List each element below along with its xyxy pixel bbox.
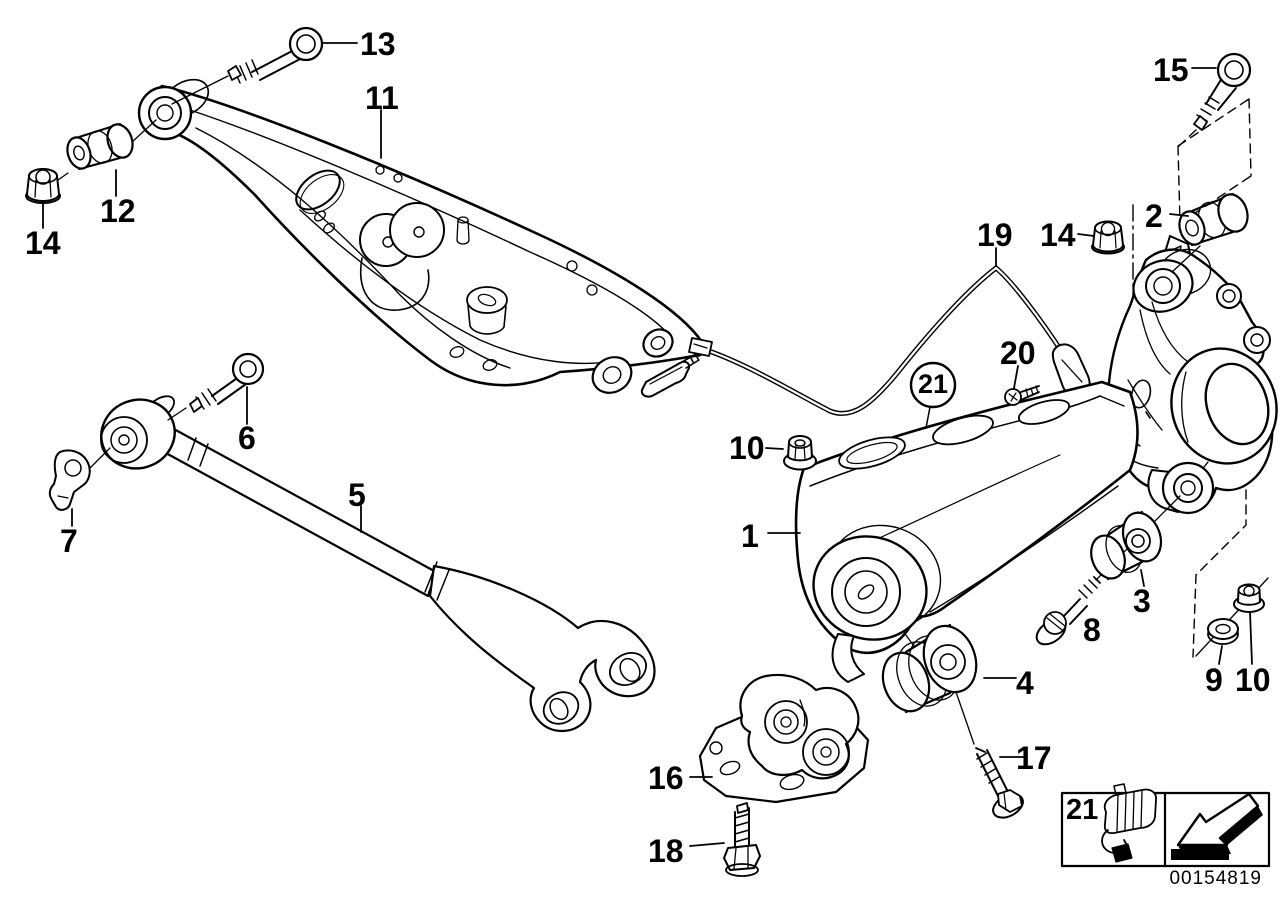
callout-20: 20 [1000,335,1036,371]
nut-10-left [783,435,817,471]
callout-7: 7 [60,523,78,559]
screw-20 [1004,385,1040,406]
nut-14-left [25,168,69,204]
callout-13: 13 [360,26,396,62]
callout-9: 9 [1205,662,1223,698]
callout-6: 6 [238,420,256,456]
bolt-6 [167,352,265,421]
callout-19: 19 [977,217,1013,253]
callout-10-left: 10 [729,430,765,466]
callout-14-left: 14 [25,225,61,261]
bushing-12 [66,119,157,170]
callout-1: 1 [741,518,759,554]
direction-arrow-icon [1171,792,1263,860]
callout-12: 12 [100,193,136,229]
callout-10-right: 10 [1235,662,1271,698]
upper-control-arm [137,78,707,398]
callout-5: 5 [348,477,366,513]
bolt-8 [1035,576,1101,646]
callout-4: 4 [1016,665,1034,701]
callout-8: 8 [1083,612,1101,648]
figure-part-number: 00154819 [1169,868,1262,889]
tie-rod-5 [100,395,656,733]
washer-9 [1207,618,1239,645]
abs-sensor-cable [688,265,1099,416]
callout-21-circled: 21 [917,369,949,399]
stop-bracket-16 [698,673,870,804]
bolt-17 [975,747,1024,819]
legend-item-number: 21 [1066,794,1099,826]
callout-3: 3 [1133,583,1151,619]
callout-2: 2 [1145,198,1163,234]
nut-10-right [1233,583,1265,613]
cable-clip-icon [1101,783,1157,863]
callout-14-right: 14 [1040,217,1076,253]
bushing-3 [1090,510,1163,581]
callout-11: 11 [365,80,399,116]
bushing-4 [881,623,978,714]
circled-callout-21 [909,361,957,429]
axis-dashed-lines [1132,98,1252,658]
nut-14-right [1091,220,1125,255]
wheel-carrier [1106,235,1278,515]
trailing-arm-1 [794,380,1139,683]
bolt-13 [171,26,324,105]
callout-17: 17 [1016,740,1052,776]
callout-18: 18 [648,833,684,869]
legend-box [1060,783,1271,868]
bolt-18 [723,802,761,877]
bolt-15 [1193,52,1252,131]
callout-15: 15 [1153,52,1189,88]
callout-16: 16 [648,760,684,796]
label-leader-lines [42,42,1253,847]
holder-7 [48,447,111,511]
bushing-2 [1178,192,1249,247]
